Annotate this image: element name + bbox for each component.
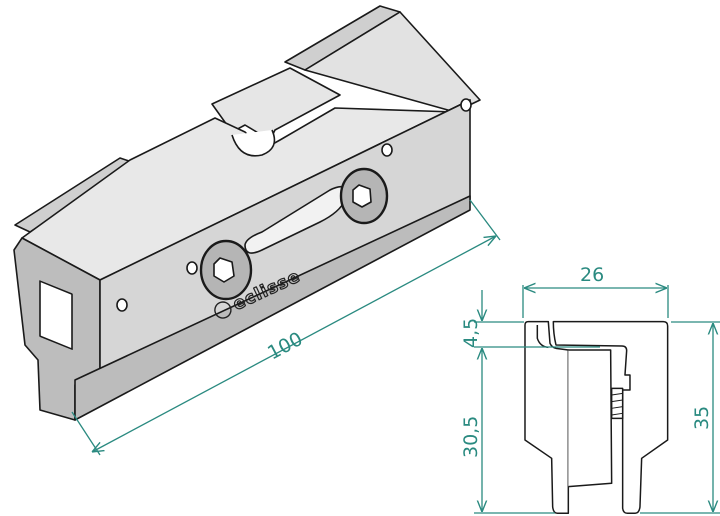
rear-top	[304, 11, 481, 113]
hole	[460, 98, 472, 112]
hole	[116, 298, 128, 312]
length-dimension	[71, 199, 501, 456]
width-label: 26	[580, 264, 604, 286]
length-label: 100	[264, 328, 306, 364]
top-height-label: 4,5	[460, 318, 482, 348]
screw-right	[339, 167, 389, 225]
hex-socket-icon	[213, 257, 235, 283]
lower-height-label: 30,5	[460, 416, 482, 458]
iso-part: eclisse	[13, 5, 481, 421]
section-dimensions	[474, 285, 720, 514]
hole	[381, 143, 393, 157]
hex-socket-icon	[352, 184, 372, 208]
end-window	[39, 280, 73, 350]
top-notch	[231, 129, 276, 157]
spring	[610, 387, 624, 420]
total-height-label: 35	[691, 406, 713, 430]
hole	[186, 261, 198, 275]
section-profile	[524, 320, 669, 515]
